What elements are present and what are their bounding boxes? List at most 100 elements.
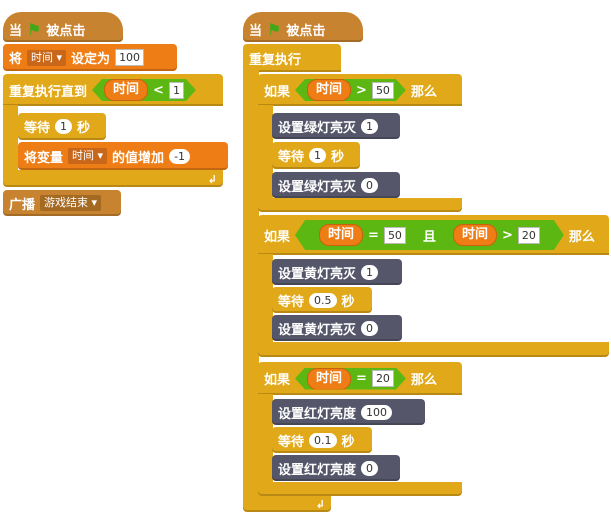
if-bottom [258, 482, 462, 496]
repeat-arm [3, 105, 18, 171]
set-variable-block[interactable]: 将 时间 ▾ 设定为 100 [3, 44, 177, 71]
message-name: 游戏结束 [44, 196, 89, 209]
less-than-condition[interactable]: 时间 < 1 [92, 79, 196, 101]
change-value-input[interactable]: -1 [169, 148, 191, 164]
compare-value-input[interactable]: 1 [169, 82, 184, 99]
compare-value-input[interactable]: 20 [518, 227, 540, 244]
value-input[interactable]: 1 [361, 264, 379, 280]
if-bottom [258, 342, 609, 357]
equals-condition[interactable]: 时间 = 20 [295, 368, 406, 390]
loop-arrow-icon: ↲ [207, 173, 217, 186]
forever-arm [243, 70, 259, 496]
value-input[interactable]: 100 [361, 404, 393, 420]
forever-label: 重复执行 [249, 52, 302, 68]
then-label: 那么 [410, 373, 437, 388]
change-by-label: 的值增加 [112, 150, 165, 166]
change-label: 将变量 [24, 150, 64, 166]
block-label: 设置黄灯亮灭 [278, 322, 357, 338]
equals-condition[interactable]: 时间 = 50 [307, 224, 418, 246]
variable-name: 时间 [72, 149, 95, 162]
message-dropdown[interactable]: 游戏结束 ▾ [40, 195, 102, 211]
if-block-1[interactable]: 如果 时间 > 50 那么 [258, 74, 462, 106]
set-label: 将 [9, 52, 23, 67]
if-label: 如果 [264, 229, 291, 245]
wait-value-input[interactable]: 0.5 [309, 292, 337, 308]
block-label: 设置绿灯亮灭 [278, 120, 357, 136]
when-label: 当 [9, 23, 23, 39]
compare-value-input[interactable]: 20 [372, 370, 394, 387]
operator: > [501, 227, 513, 243]
variable-reporter[interactable]: 时间 [307, 79, 351, 101]
set-value-input[interactable]: 100 [115, 49, 145, 66]
when-flag-clicked-block[interactable]: 当 ⚑ 被点击 [3, 12, 123, 42]
variable-dropdown[interactable]: 时间 ▾ [68, 148, 108, 164]
and-condition[interactable]: 时间 = 50 且 时间 > 20 [295, 220, 564, 250]
green-flag-icon: ⚑ [267, 19, 282, 39]
if-bottom [258, 198, 462, 212]
variable-name: 时间 [31, 50, 54, 64]
seconds-label: 秒 [341, 434, 355, 450]
clicked-label: 被点击 [46, 23, 86, 39]
wait-label: 等待 [24, 121, 51, 136]
value-input[interactable]: 1 [361, 118, 379, 134]
and-label: 且 [422, 229, 436, 245]
variable-dropdown[interactable]: 时间 ▾ [27, 49, 67, 66]
repeat-until-bottom: ↲ [3, 170, 223, 187]
block-label: 设置黄灯亮灭 [278, 266, 357, 282]
repeat-until-label: 重复执行直到 [9, 84, 88, 100]
wait-value-input[interactable]: 1 [55, 119, 73, 134]
variable-reporter[interactable]: 时间 [319, 224, 363, 246]
value-input[interactable]: 0 [361, 320, 379, 336]
block-label: 设置红灯亮度 [278, 462, 357, 478]
block-label: 设置红灯亮度 [278, 406, 357, 422]
value-input[interactable]: 0 [361, 177, 379, 193]
if-arm [258, 254, 273, 344]
operator: < [153, 82, 164, 98]
compare-value-input[interactable]: 50 [372, 82, 394, 99]
broadcast-label: 广播 [9, 197, 36, 213]
greater-than-condition[interactable]: 时间 > 50 [295, 79, 406, 101]
if-arm [258, 105, 273, 200]
loop-arrow-icon: ↲ [315, 498, 325, 511]
operator: > [356, 82, 367, 98]
when-label: 当 [249, 23, 263, 39]
operator: = [368, 227, 379, 243]
when-flag-clicked-block[interactable]: 当 ⚑ 被点击 [243, 12, 363, 42]
forever-bottom: ↲ [243, 494, 331, 512]
operator: = [356, 371, 367, 386]
wait-label: 等待 [278, 294, 305, 310]
variable-reporter[interactable]: 时间 [104, 79, 148, 101]
variable-reporter[interactable]: 时间 [453, 224, 497, 246]
if-block-3[interactable]: 如果 时间 = 20 那么 [258, 362, 462, 395]
seconds-label: 秒 [331, 150, 345, 165]
wait-value-input[interactable]: 1 [309, 148, 327, 163]
greater-than-condition[interactable]: 时间 > 20 [441, 224, 552, 246]
block-label: 设置绿灯亮灭 [278, 179, 357, 195]
wait-block[interactable]: 等待 1 秒 [18, 113, 106, 140]
then-label: 那么 [568, 229, 595, 245]
wait-value-input[interactable]: 0.1 [309, 432, 337, 448]
change-variable-block[interactable]: 将变量 时间 ▾ 的值增加 -1 [18, 142, 228, 170]
repeat-until-block[interactable]: 重复执行直到 时间 < 1 [3, 74, 223, 106]
if-block-2[interactable]: 如果 时间 = 50 且 时间 > 20 那么 [258, 215, 609, 255]
value-input[interactable]: 0 [361, 460, 379, 476]
seconds-label: 秒 [341, 294, 355, 310]
forever-block[interactable]: 重复执行 [243, 44, 341, 72]
variable-reporter[interactable]: 时间 [307, 368, 351, 390]
if-label: 如果 [264, 373, 291, 388]
compare-value-input[interactable]: 50 [384, 227, 406, 244]
broadcast-block[interactable]: 广播 游戏结束 ▾ [3, 190, 121, 216]
wait-label: 等待 [278, 150, 305, 165]
if-label: 如果 [264, 84, 291, 100]
set-to-label: 设定为 [71, 52, 111, 67]
if-arm [258, 394, 273, 484]
